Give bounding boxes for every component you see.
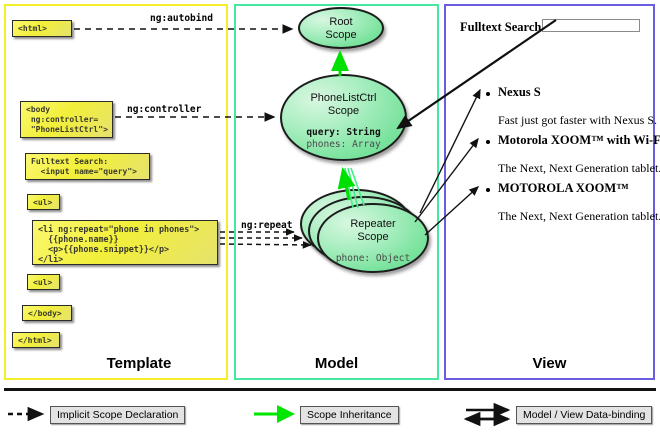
legend-data-binding: Model / View Data-binding xyxy=(516,406,653,424)
view-search-input[interactable] xyxy=(542,19,640,32)
view-phone-snippet: The Next, Next Generation tablet. xyxy=(498,161,660,175)
template-column: Template xyxy=(4,4,228,380)
view-column: View Fulltext Search: Nexus S Fast just … xyxy=(444,4,660,380)
root-scope-title-line2: Scope xyxy=(325,29,357,41)
view-bullet-icon xyxy=(486,188,490,192)
root-scope-title-line1: Root xyxy=(329,16,353,28)
view-phone-snippet: Fast just got faster with Nexus S. xyxy=(498,113,657,127)
ng-repeat-label: ng:repeat xyxy=(241,220,293,231)
phonelistctrl-scope-title-line2: Scope xyxy=(327,105,360,117)
body-close-tag-box: </body> xyxy=(22,305,72,321)
phonelistctrl-scope-ellipse: PhoneListCtrl Scope query: String phones… xyxy=(280,74,407,161)
phonelistctrl-scope-title-line1: PhoneListCtrl xyxy=(310,92,377,104)
view-phone-name: Motorola XOOM™ with Wi-Fi xyxy=(498,133,660,147)
repeater-scope-prop-phone: phone: Object xyxy=(335,253,411,264)
legend-divider xyxy=(4,388,656,391)
ul-close-tag-box: <ul> xyxy=(27,274,60,290)
repeater-scope-ellipse: Repeater Scope phone: Object xyxy=(317,203,429,273)
phonelistctrl-scope-prop-query: query: String xyxy=(306,127,381,138)
fulltext-search-tag-box: Fulltext Search: <input name="query"> xyxy=(25,153,150,180)
html-open-tag-box: <html> xyxy=(12,20,72,37)
repeater-scope-title-line2: Scope xyxy=(357,231,389,243)
ng-autobind-label: ng:autobind xyxy=(150,13,213,24)
view-phone-snippet: The Next, Next Generation tablet. xyxy=(498,209,660,223)
li-repeat-tag-box: <li ng:repeat="phone in phones"> {{phone… xyxy=(32,220,218,265)
phonelistctrl-scope-prop-phones: phones: Array xyxy=(306,139,381,150)
view-phone-name: Nexus S xyxy=(498,85,541,99)
model-column-label: Model xyxy=(314,355,359,372)
body-controller-tag-box: <body ng:controller= "PhoneListCtrl"> xyxy=(20,101,113,138)
view-bullet-icon xyxy=(486,140,490,144)
ng-controller-label: ng:controller xyxy=(127,104,202,115)
legend-implicit-scope-declaration: Implicit Scope Declaration xyxy=(50,406,186,424)
view-column-label: View xyxy=(532,355,567,372)
root-scope-ellipse: Root Scope xyxy=(298,7,384,49)
html-close-tag-box: </html> xyxy=(12,332,60,348)
legend-scope-inheritance: Scope Inheritance xyxy=(300,406,399,424)
view-bullet-icon xyxy=(486,92,490,96)
view-phone-name: MOTOROLA XOOM™ xyxy=(498,181,629,195)
template-column-label: Template xyxy=(106,355,172,372)
repeater-scope-title-line1: Repeater xyxy=(350,218,396,230)
ul-open-tag-box: <ul> xyxy=(27,194,60,210)
view-search-label: Fulltext Search: xyxy=(460,20,546,34)
